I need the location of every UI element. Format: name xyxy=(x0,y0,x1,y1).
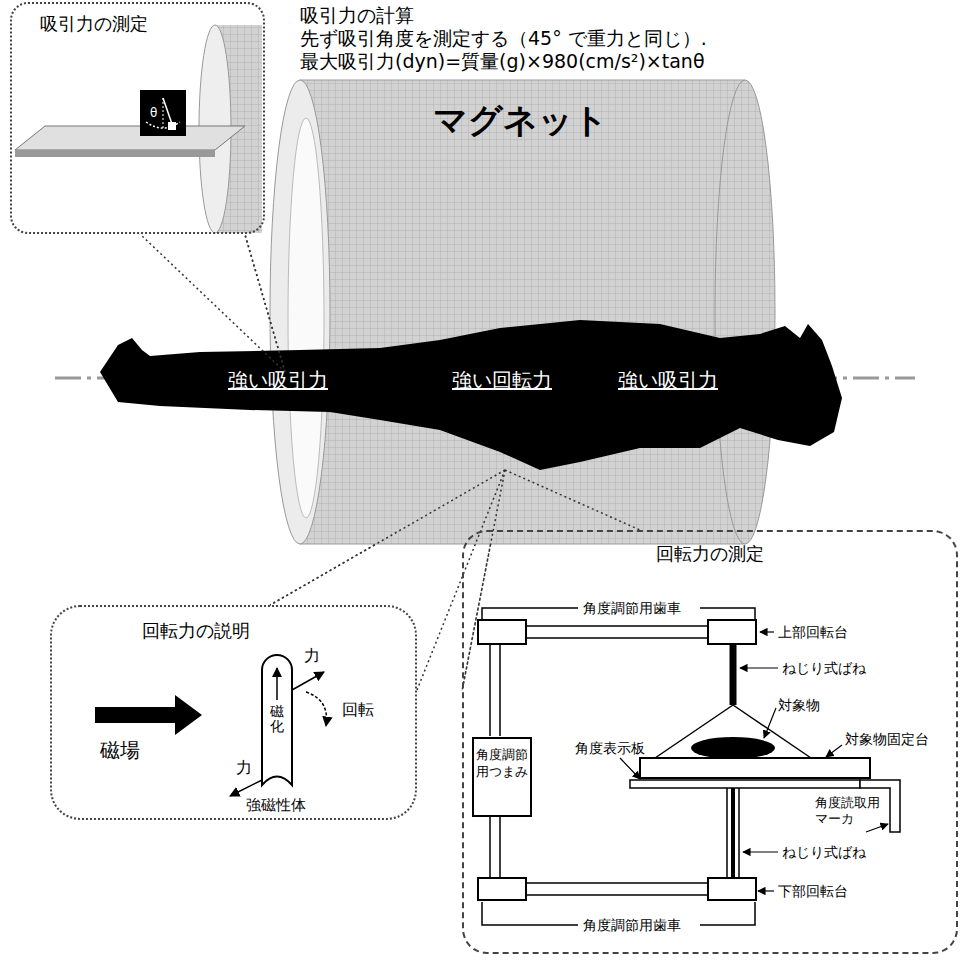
gear-shaft xyxy=(526,894,708,896)
reference-line xyxy=(163,98,164,128)
magnet-body xyxy=(300,80,745,544)
callout-connector xyxy=(462,545,490,691)
torsion-spring xyxy=(731,788,735,878)
angle-marker xyxy=(860,780,900,832)
panel-heading: 回転力の説明 xyxy=(142,619,415,642)
callout-panel: 吸引力の測定 xyxy=(10,2,265,234)
callout-line xyxy=(245,234,285,372)
field-arrow xyxy=(95,695,202,735)
leader-arrow xyxy=(826,745,842,757)
force-label: 力 xyxy=(236,758,252,778)
pendulum-bob xyxy=(168,122,176,130)
leader-arrow xyxy=(760,631,774,632)
leader-arrow xyxy=(620,758,640,779)
callout-panel: 回転力の説明 xyxy=(50,605,417,820)
pendulum-string xyxy=(163,98,172,124)
magnet-front xyxy=(270,80,330,544)
part-label: 上部回転台 xyxy=(778,624,848,642)
formula: 最大吸引力(dyn)=質量(g)×980(cm/s²)×tanθ xyxy=(300,50,705,74)
part-label: 角度調節用歯車 xyxy=(583,600,681,618)
patient-silhouette xyxy=(100,320,842,470)
force-label: 強い回転力 xyxy=(452,368,552,393)
part-label: ねじり式ばね xyxy=(782,844,866,862)
ferromagnetic-rod xyxy=(262,655,292,785)
rotation-label: 回転 xyxy=(342,700,374,720)
vertical-shaft xyxy=(499,644,501,736)
part-label: 対象物 xyxy=(778,697,820,715)
leader-arrow xyxy=(758,890,774,891)
knob-label: 角度調節用つまみ xyxy=(476,747,528,781)
part-label: 対象物固定台 xyxy=(845,731,929,749)
platform-edge xyxy=(15,150,215,157)
knob-box: 角度調節用つまみ xyxy=(472,737,532,817)
callout-line xyxy=(505,470,640,530)
leader-arrow xyxy=(764,708,776,738)
callout-connector xyxy=(245,234,285,372)
fixing-plate xyxy=(640,758,870,778)
bracket xyxy=(482,608,755,620)
panel-heading: 回転力の測定 xyxy=(464,542,956,565)
force-arrow xyxy=(292,672,324,690)
magnet-label: マグネット xyxy=(285,98,755,142)
formula-note: 先ず吸引角度を測定する（45° で重力と同じ）. xyxy=(300,27,707,51)
panel-heading: 吸引力の測定 xyxy=(40,12,263,35)
leader-arrow xyxy=(740,667,778,668)
torsion-spring xyxy=(730,644,737,705)
gear-box xyxy=(478,878,526,900)
callout-panel: 回転力の測定角度調節用つまみ xyxy=(462,530,958,954)
part-label: ねじり式ばね xyxy=(782,660,866,678)
callout-connector xyxy=(270,545,374,605)
magnet-edge xyxy=(300,544,745,545)
force-label: 強い吸引力 xyxy=(228,368,328,393)
target-object xyxy=(691,737,775,759)
platform xyxy=(15,126,245,150)
leader-arrow xyxy=(743,851,778,852)
magnet: マグネット xyxy=(285,80,755,545)
callout-line xyxy=(462,470,505,691)
gear-box xyxy=(708,620,756,644)
lower-shaft xyxy=(726,788,728,878)
gear-box xyxy=(478,620,526,644)
vertical-shaft xyxy=(499,814,501,878)
gear-shaft xyxy=(526,625,708,627)
leader-arrow xyxy=(866,824,888,832)
force-label: 力 xyxy=(304,646,320,666)
field-label: 磁場 xyxy=(100,738,140,763)
rotation-arrow xyxy=(306,692,327,726)
lower-shaft xyxy=(738,788,740,878)
callout-line xyxy=(417,470,505,690)
part-label: 角度調節用歯車 xyxy=(583,917,681,935)
magnetization-arrow xyxy=(276,668,278,700)
vertical-shaft xyxy=(489,644,491,736)
angle-gauge xyxy=(140,90,186,136)
force-arrow xyxy=(230,780,262,796)
part-label: 角度表示板 xyxy=(575,740,645,758)
material-label: 強磁性体 xyxy=(246,796,306,815)
gear-box xyxy=(708,878,756,900)
bracket xyxy=(482,902,755,925)
callout-line xyxy=(270,470,505,605)
magnetization-label: 磁化 xyxy=(270,704,284,735)
part-label: 角度読取用マーカ xyxy=(815,795,885,828)
gear-shaft xyxy=(526,637,708,639)
angle-plate xyxy=(630,780,860,788)
gear-shaft xyxy=(526,882,708,884)
force-label: 強い吸引力 xyxy=(618,368,718,393)
callout-line xyxy=(140,234,285,372)
magnet-edge xyxy=(300,80,745,81)
magnet-end xyxy=(715,80,775,544)
part-label: 下部回転台 xyxy=(778,883,848,901)
angle-symbol: θ xyxy=(150,106,157,121)
magnet-bore xyxy=(288,118,324,518)
formula-heading: 吸引力の計算 xyxy=(300,4,414,28)
vertical-shaft xyxy=(489,814,491,878)
